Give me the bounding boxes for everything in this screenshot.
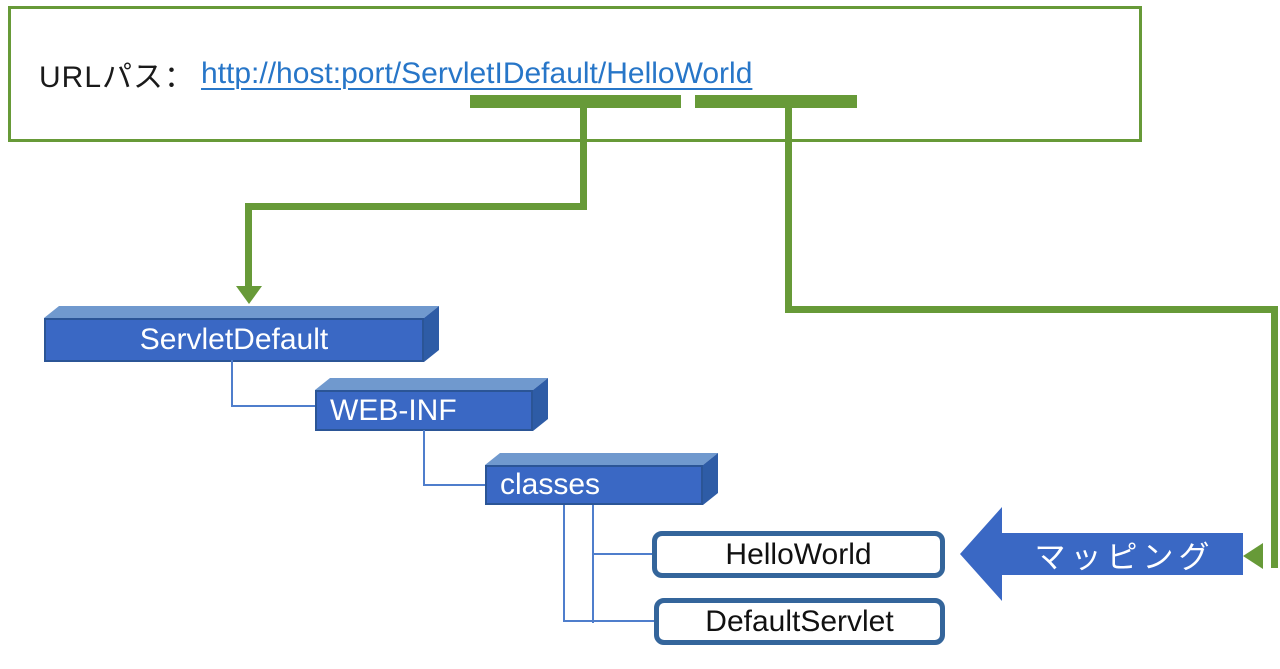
folder-label: ServletDefault [139,323,329,356]
tree-connector-webinf-classes-h [423,484,485,486]
cube-top-face [44,306,439,318]
folder-face: WEB-INF [315,390,533,431]
tree-connector-classes-helloworld-v [592,505,594,623]
folder-label: WEB-INF [330,393,457,427]
servlet-node-helloworld: HelloWorld [652,531,945,578]
context-path-connector-horizontal [245,203,587,210]
context-path-connector-vertical [580,107,587,210]
tree-connector-servletdefault-webinf-v [231,360,233,407]
cube-side-face [703,453,718,505]
url-path-label: URLパス： [39,61,196,94]
url-hyperlink[interactable]: http://host:port/ServletIDefault/HelloWo… [201,57,753,90]
cube-top-face [315,378,548,390]
down-arrowhead-icon [236,286,262,304]
servlet-path-connector-drop [1271,306,1278,568]
folder-face: ServletDefault [44,318,424,362]
url-panel: URLパス： http://host:port/ServletIDefault/… [8,6,1142,142]
context-path-connector-drop [245,203,252,287]
tree-connector-classes-defaultservlet-h [563,620,655,622]
servlet-label: HelloWorld [725,537,872,571]
left-arrowhead-icon [1243,543,1263,569]
tree-connector-classes-defaultservlet-v [563,505,565,622]
servlet-path-connector-horizontal [785,306,1278,313]
url-segment-underline-servlet-path [695,95,857,108]
folder-node-webinf: WEB-INF [315,378,548,431]
cube-side-face [424,306,439,362]
cube-side-face [533,378,548,431]
folder-node-servletdefault: ServletDefault [44,306,439,362]
mapping-arrow-label: マッピング [1034,539,1215,575]
servlet-label: DefaultServlet [705,604,894,638]
servlet-node-defaultservlet: DefaultServlet [654,598,945,645]
folder-node-classes: classes [485,453,718,505]
mapping-arrow: マッピング [960,507,1243,601]
url-segment-underline-context-path [470,95,681,108]
tree-connector-classes-helloworld-h [592,553,652,555]
tree-connector-webinf-classes-v [423,430,425,486]
tree-connector-servletdefault-webinf-h [231,405,315,407]
folder-label: classes [500,468,601,501]
servlet-path-connector-vertical [785,107,792,313]
cube-top-face [485,453,718,465]
folder-face: classes [485,465,703,505]
